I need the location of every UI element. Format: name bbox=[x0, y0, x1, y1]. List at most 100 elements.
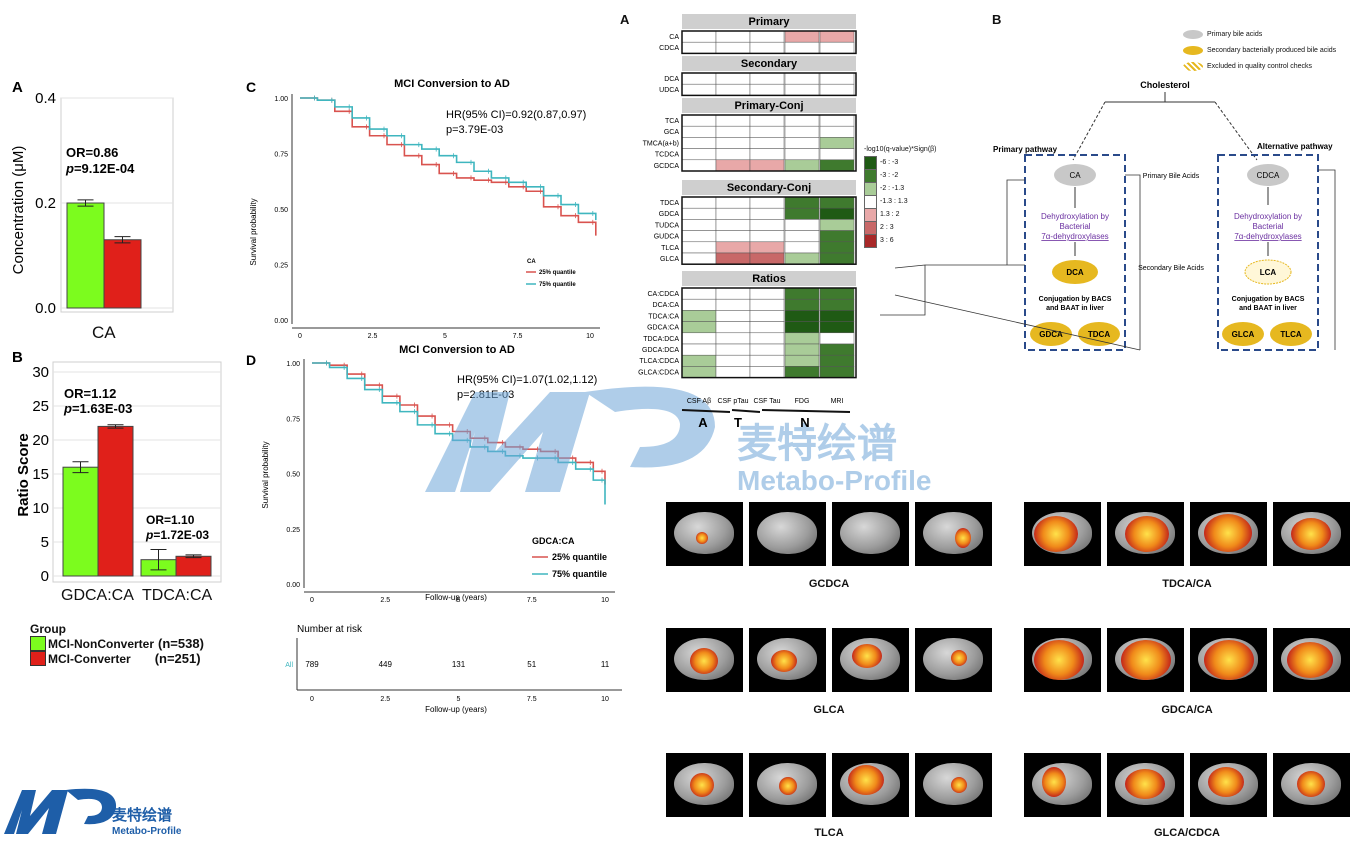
y-tick-label: 0.25 bbox=[286, 527, 300, 534]
heatmap-cell bbox=[681, 241, 717, 254]
section-frame bbox=[681, 287, 857, 379]
heatmap-cell bbox=[681, 125, 717, 138]
heatmap-cell bbox=[715, 30, 751, 43]
heatmap-cell bbox=[749, 332, 785, 345]
heatmap-cell bbox=[681, 354, 717, 367]
tlca-node-icon bbox=[1270, 322, 1312, 346]
x-tick-label: 2.5 bbox=[380, 597, 390, 604]
excluded-swatch-icon bbox=[1183, 61, 1203, 71]
heatmap-cell bbox=[749, 41, 785, 54]
row-label: TDCA bbox=[660, 200, 679, 207]
y-tick-label: 0.50 bbox=[274, 207, 288, 214]
row-label: TLCA bbox=[661, 245, 679, 252]
section-frame bbox=[681, 72, 857, 97]
p-label-1: p=1.63E-03 bbox=[63, 401, 132, 416]
tdca-node-icon bbox=[1078, 322, 1120, 346]
x-tick-label: 2.5 bbox=[368, 333, 378, 340]
panel-label-a-left: A bbox=[12, 79, 23, 96]
bar bbox=[62, 466, 99, 577]
x-axis-label: Follow-up (years) bbox=[425, 593, 487, 602]
y-tick-label: 0.2 bbox=[35, 195, 56, 212]
group-label: T bbox=[734, 415, 742, 430]
heatmap-cell bbox=[819, 83, 855, 96]
secondary-swatch-icon bbox=[1183, 45, 1203, 55]
heatmap-cell bbox=[819, 354, 855, 367]
heatmap-cell bbox=[715, 366, 751, 378]
x-category-gdca-ca: GDCA:CA bbox=[61, 587, 134, 604]
primary-pathway-box bbox=[1024, 154, 1126, 351]
heatmap-cell bbox=[784, 83, 820, 96]
y-axis-label: Concentration (μM) bbox=[10, 146, 27, 275]
brain-row-gcdca bbox=[666, 502, 992, 566]
tdca-node-label: TDCA bbox=[1088, 330, 1110, 339]
heatmap-cell bbox=[715, 241, 751, 254]
bar bbox=[66, 202, 105, 309]
legend-item: 25% quantile bbox=[552, 552, 607, 562]
heatmap-cell bbox=[819, 125, 855, 138]
bar bbox=[103, 239, 142, 309]
hr-text: HR(95% CI)=1.07(1.02,1.12) bbox=[457, 374, 597, 386]
heatmap-cell bbox=[784, 287, 820, 300]
or-label-2: OR=1.10 bbox=[146, 513, 195, 527]
risk-count: 11 bbox=[601, 660, 610, 669]
row-label: TUDCA bbox=[655, 222, 679, 229]
y-tick-label: 1.00 bbox=[286, 361, 300, 368]
heatmap-cell bbox=[819, 114, 855, 127]
x-tick-label: 0 bbox=[298, 333, 302, 340]
heatmap-cell bbox=[681, 310, 717, 322]
heatmap-cell bbox=[819, 30, 855, 43]
heatmap-cell bbox=[784, 366, 820, 378]
primary-swatch-icon bbox=[1183, 29, 1203, 39]
brain-row-glca-cdca bbox=[1024, 753, 1350, 817]
bar bbox=[97, 425, 134, 577]
heatmap-cell bbox=[749, 343, 785, 356]
or-label-1: OR=1.12 bbox=[64, 386, 116, 401]
logo-m-icon bbox=[4, 790, 68, 834]
heatmap-cell bbox=[681, 298, 717, 311]
legend-item: 25% quantile bbox=[539, 270, 576, 276]
x-tick-label: 7.5 bbox=[513, 333, 523, 340]
alternative-pathway-label: Alternative pathway bbox=[1257, 142, 1333, 151]
row-label: GCDCA bbox=[654, 163, 680, 170]
heatmap-cell bbox=[715, 207, 751, 220]
row-label: GLCA bbox=[660, 256, 679, 263]
heatmap-cell bbox=[749, 354, 785, 367]
heatmap-chart: PrimarySecondaryPrimary-ConjSecondary-Co… bbox=[638, 14, 857, 430]
y-tick-label: 1.00 bbox=[274, 96, 288, 103]
risk-count: 789 bbox=[305, 660, 319, 669]
x-tick-label: 10 bbox=[586, 333, 594, 340]
y-tick-label: 20 bbox=[32, 432, 49, 449]
chart-title: MCI Conversion to AD bbox=[399, 344, 515, 356]
heatmap-cell bbox=[715, 354, 751, 367]
panel-label-b-right: B bbox=[992, 12, 1002, 27]
row-label: GLCA:CDCA bbox=[638, 369, 679, 376]
heatmap-cell bbox=[749, 30, 785, 43]
watermark: 麦特绘谱 Metabo-Profile bbox=[425, 386, 931, 496]
row-label: DCA bbox=[664, 76, 679, 83]
heatmap-cell bbox=[681, 83, 717, 96]
row-label: UDCA bbox=[659, 87, 679, 94]
survival-line bbox=[300, 97, 597, 236]
brain-row-tdca-ca bbox=[1024, 502, 1350, 566]
heatmap-cell bbox=[715, 196, 751, 209]
heatmap-cell bbox=[749, 321, 785, 334]
logo-cn: 麦特绘谱 bbox=[112, 806, 172, 824]
y-tick-label: 25 bbox=[32, 398, 49, 415]
heatmap-cell bbox=[681, 321, 717, 334]
y-tick-label: 0.25 bbox=[274, 263, 288, 270]
risk-table-title: Number at risk bbox=[297, 624, 363, 635]
company-logo: 麦特绘谱 Metabo-Profile bbox=[4, 788, 182, 837]
section-title: Primary-Conj bbox=[734, 100, 803, 112]
heatmap-cell bbox=[819, 321, 855, 334]
scale-item: -2 : -1.3 bbox=[864, 181, 937, 196]
heatmap-cell bbox=[749, 148, 785, 161]
row-label: GDCA bbox=[659, 211, 680, 218]
column-label: FDG bbox=[795, 398, 810, 405]
risk-row-label: All bbox=[285, 662, 293, 669]
y-tick-label: 0.75 bbox=[286, 416, 300, 423]
error-bar bbox=[150, 548, 167, 571]
heatmap-cell bbox=[784, 72, 820, 85]
pathway-diagram: Cholesterol Primary pathway Alternative … bbox=[880, 80, 1336, 351]
legend-title: Group bbox=[30, 622, 66, 636]
y-tick-label: 0.4 bbox=[35, 90, 56, 107]
